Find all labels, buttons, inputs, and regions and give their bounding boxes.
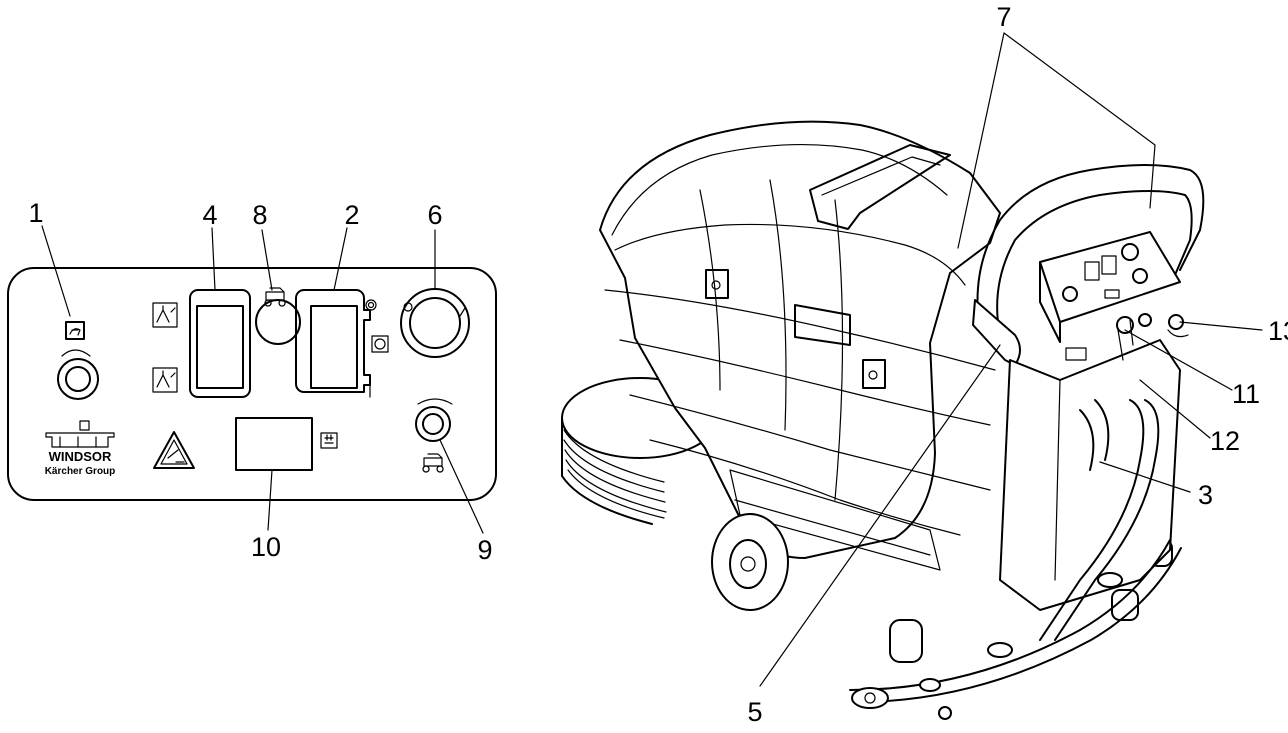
battery-display [235,417,338,471]
callout-3: 3 [1198,480,1213,510]
rear-wheel [711,513,789,611]
reverse-switch[interactable] [415,398,453,473]
callout-13: 13 [1268,316,1288,346]
scrubber-machine: 7 13 11 12 3 5 [561,2,1288,727]
callout-4: 4 [202,200,217,230]
callout-1: 1 [28,198,43,228]
callout-7: 7 [996,2,1011,32]
control-panel: WINDSOR Kärcher Group [7,198,497,565]
warning-triangle-icon [153,431,195,469]
callout-8: 8 [252,200,267,230]
callout-10: 10 [251,532,281,562]
callout-5: 5 [747,697,762,727]
callout-2: 2 [344,200,359,230]
brush-pressure-icon [152,302,178,328]
brand-subtitle: Kärcher Group [45,466,116,477]
squeegee [849,539,1182,720]
hour-meter-display [295,289,389,398]
forward-reverse-button[interactable] [255,287,301,345]
faucet-icon [69,328,81,336]
reverse-icon [422,453,444,473]
brand-name: WINDSOR [49,449,112,464]
callout-6: 6 [427,200,442,230]
brush-icon [371,335,389,353]
control-console [1039,231,1181,343]
handlebar [972,164,1205,366]
battery-icon [320,432,338,449]
water-flow-knob[interactable] [57,321,99,400]
machine-body [599,120,1001,571]
brush-pressure-icon [152,367,178,393]
windsor-logo: WINDSOR Kärcher Group [45,420,116,477]
callout-12: 12 [1210,426,1240,456]
rear-tank [999,313,1189,641]
callout-11: 11 [1232,379,1260,409]
power-on-icon [459,307,466,317]
key-switch[interactable] [400,288,470,358]
callout-9: 9 [477,535,492,565]
brush-pressure-display [152,289,251,398]
power-off-icon [403,302,413,312]
